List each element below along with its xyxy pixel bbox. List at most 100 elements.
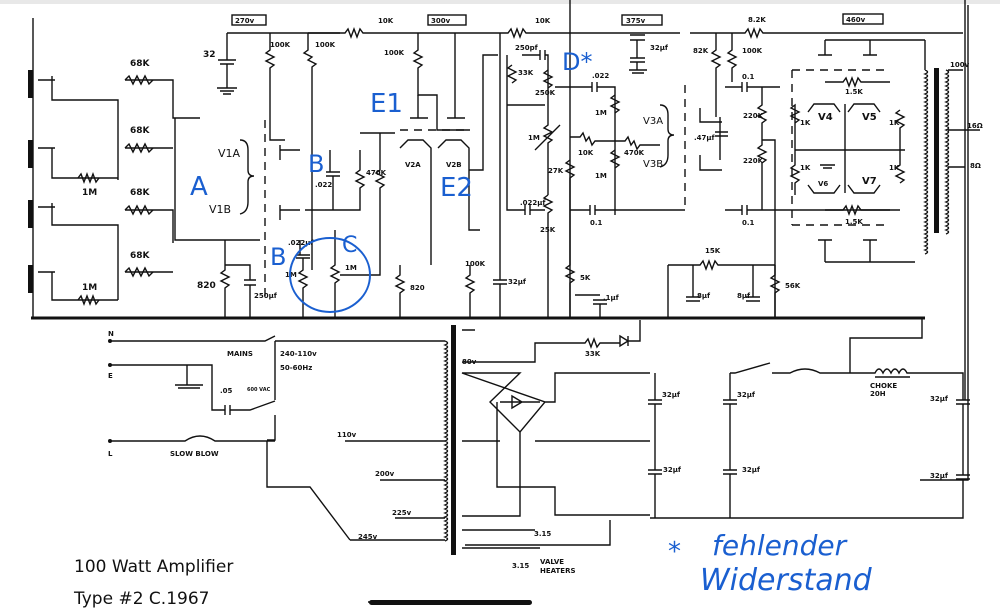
label-110v: 110v <box>337 431 357 439</box>
label-68k-3: 68K <box>130 188 151 198</box>
label-100k-b: 100K <box>315 41 336 49</box>
phase-inverter: .022 1M 10K 470K 1M V3A V3B 0.1 375v 32µ… <box>555 14 763 227</box>
label-heaters: HEATERS <box>540 567 576 575</box>
label-68k-2: 68K <box>130 126 151 136</box>
filter-caps: 32µf 32µf 32µf 32µf 32µf 32µf CHOKE 20H <box>648 318 970 519</box>
label-220k-1: 220K <box>743 112 764 120</box>
mains-transformer <box>443 325 456 555</box>
label-l: L <box>108 450 113 458</box>
label-022uf-mid: .022µf <box>520 199 546 207</box>
label-v4: V4 <box>818 112 833 123</box>
resistor-1m-1 <box>77 172 100 184</box>
label-33k-supply: 33K <box>585 350 601 358</box>
tone-stack: 10K 250pf 33K 250K 1M .022µf 25K 27K 5K … <box>500 17 620 318</box>
input-jack-4 <box>28 265 33 293</box>
mains-input: N E L MAINS 240-110v 50-60Hz .05 600 VAC… <box>108 330 445 541</box>
label-mains-freq: 50-60Hz <box>280 364 312 372</box>
annotation-note-line-1: fehlender <box>712 529 848 562</box>
label-80v: 80v <box>462 358 477 366</box>
label-5k: 5K <box>580 274 591 282</box>
resistor-1m-2 <box>77 294 100 306</box>
label-245v: 245v <box>358 533 378 541</box>
label-820-v2: 820 <box>410 284 425 292</box>
label-15k: 15K <box>705 247 721 255</box>
resistor-68k-2 <box>124 142 154 154</box>
label-v2a: V2A <box>405 161 421 169</box>
label-10k-1: 10K <box>378 17 394 25</box>
label-56k: 56K <box>785 282 801 290</box>
label-32uf-driver: 32µf <box>508 278 527 286</box>
label-32uf-5: 32µf <box>930 395 949 403</box>
label-n: N <box>108 330 114 338</box>
label-470k: 470K <box>366 169 387 177</box>
label-315-1: 3.15 <box>534 530 551 538</box>
label-200v: 200v <box>375 470 395 478</box>
label-33k: 33K <box>518 69 534 77</box>
label-16ohm: 16Ω <box>967 122 983 130</box>
viewer-top-bar <box>0 0 1000 4</box>
label-8ohm: 8Ω <box>970 162 981 170</box>
label-32uf-1: 32µf <box>662 391 681 399</box>
annotation-b-2: B <box>270 243 286 271</box>
label-022-bright: .022 <box>315 181 332 189</box>
label-01-pi: 0.1 <box>590 219 603 227</box>
label-32uf-2: 32µf <box>737 391 756 399</box>
annotation-circle-c <box>289 237 371 313</box>
annotation-d-star: D* <box>562 48 592 76</box>
label-1m-1: 1M <box>82 188 97 198</box>
label-v2b: V2B <box>446 161 462 169</box>
label-68k-1: 68K <box>130 59 151 69</box>
label-1k-3: 1K <box>800 164 811 172</box>
label-15k-fb-1: 1.5K <box>845 88 863 96</box>
input-jack-3 <box>28 200 33 228</box>
annotation-e1: E1 <box>370 89 403 119</box>
tube-v1: V1A V1B <box>209 120 300 300</box>
label-100k-a: 100K <box>270 41 291 49</box>
label-32-cap: 32 <box>203 50 216 60</box>
label-32uf-4: 32µf <box>742 466 761 474</box>
label-1m-pi-2: 1M <box>595 172 607 180</box>
secondary-windings: 80v 33K 3.15 3.15 VALVE HEATERS <box>461 320 650 575</box>
label-1k-2: 1K <box>889 119 900 127</box>
bias-network: 15K 8µf 8µf 56K <box>667 247 801 318</box>
label-1m-pi-1: 1M <box>595 109 607 117</box>
rail-270v: 270v 32 100K 100K 820 250µf <box>197 14 340 318</box>
label-32uf-6: 32µf <box>930 472 949 480</box>
label-820: 820 <box>197 281 216 291</box>
annotation-note-star: * <box>668 537 681 567</box>
label-e: E <box>108 372 113 380</box>
label-1m-vol-2: 1M <box>345 264 357 272</box>
label-1m-bass: 1M <box>528 134 540 142</box>
driver-stage: 10K 300v 100K V2A V2B 820 100K 32µf <box>308 14 527 318</box>
label-220k-2: 220K <box>743 157 764 165</box>
label-315-2: 3.15 <box>512 562 529 570</box>
input-jack-2 <box>28 140 33 168</box>
label-choke: CHOKE <box>870 382 897 390</box>
label-250k-pot: 250K <box>535 89 556 97</box>
input-resistors: 68K 68K 68K 68K 1M 1M <box>77 59 154 306</box>
label-300v: 300v <box>431 17 451 25</box>
label-225v: 225v <box>392 509 412 517</box>
label-27k: 27K <box>548 167 564 175</box>
input-jacks <box>28 70 260 301</box>
label-1k-4: 1K <box>889 164 900 172</box>
label-01-b: 0.1 <box>742 219 755 227</box>
label-v3a: V3A <box>643 116 663 127</box>
label-375v: 375v <box>626 17 646 25</box>
label-1m-2: 1M <box>82 283 97 293</box>
label-valve: VALVE <box>540 558 564 566</box>
annotation-note-line-2: Widerstand <box>700 563 873 598</box>
title-line-1: 100 Watt Amplifier <box>74 557 233 577</box>
label-100k-driver: 100K <box>384 49 405 57</box>
home-indicator[interactable] <box>369 600 532 605</box>
label-100v: 100v <box>950 61 970 69</box>
label-v5: V5 <box>862 112 877 123</box>
label-mains-voltage: 240-110v <box>280 350 317 358</box>
title-block: 100 Watt Amplifier Type #2 C.1967 <box>73 557 233 609</box>
label-600vac: 600 VAC <box>247 387 271 393</box>
label-20h: 20H <box>870 390 886 398</box>
label-100k-pi: 100K <box>742 47 763 55</box>
label-47uf: .47µf <box>694 134 716 142</box>
label-mains: MAINS <box>227 350 253 358</box>
